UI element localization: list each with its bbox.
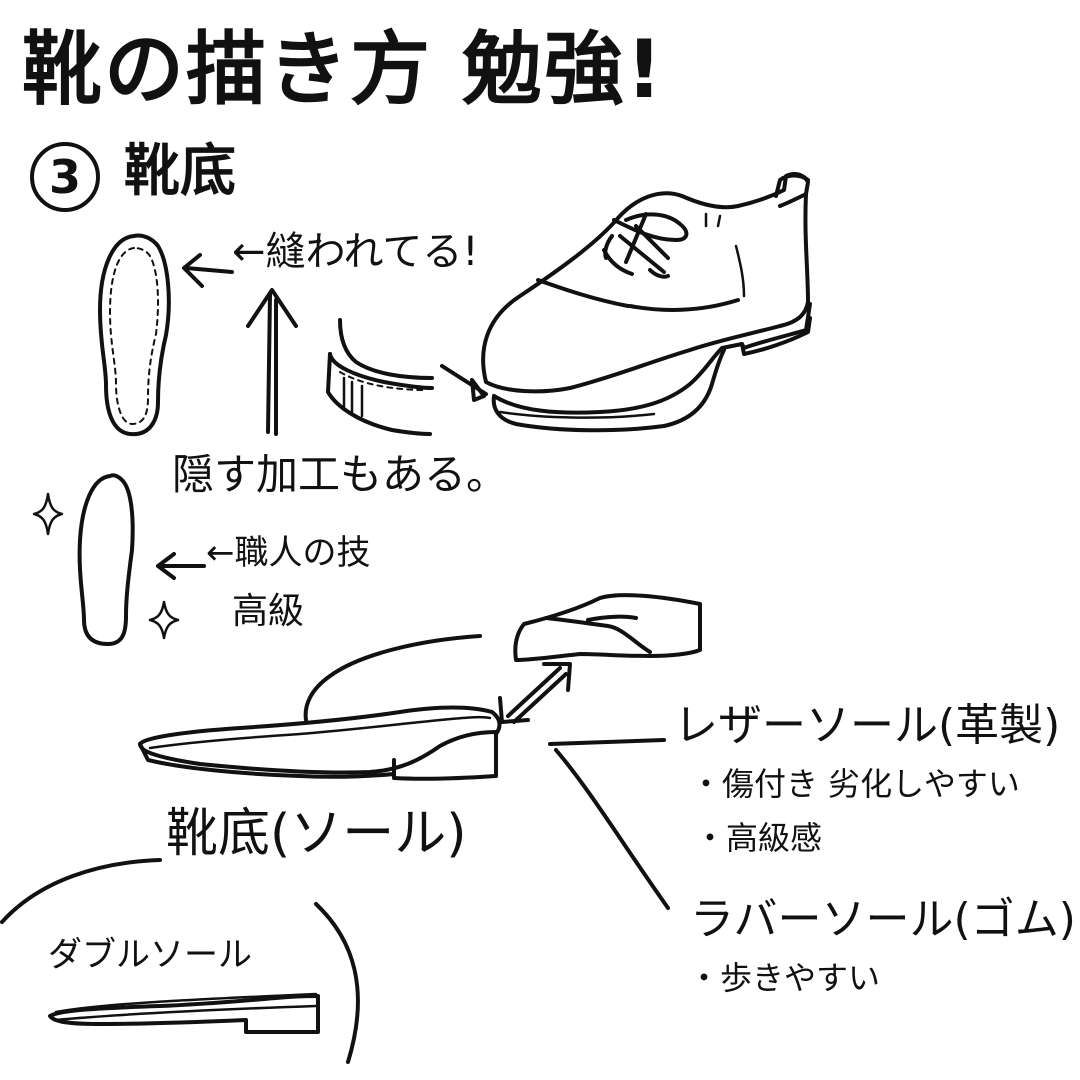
arrow-to-stitched-label: [182, 253, 234, 288]
sparkle-icon-2: [148, 600, 180, 640]
rubber-sole-label: ラバーソール(ゴム): [690, 894, 1076, 945]
hidden-stitch-sole-sketch: [77, 473, 135, 646]
dress-shoe-sketch: [481, 172, 812, 433]
arrow-to-shoe-sole: [440, 364, 488, 402]
note-craftsman: ←職人の技: [206, 533, 371, 573]
section-number: 3: [48, 150, 81, 204]
rubber-sole-point: ・歩きやすい: [688, 959, 881, 997]
page-title: 靴の描き方 勉強!: [22, 23, 665, 116]
leather-sole-pointer: [548, 738, 666, 746]
stitched-sole-sketch: [98, 233, 171, 437]
sole-edge-detail-sketch: [326, 318, 434, 436]
leather-sole-label: レザーソール(革製): [674, 700, 1061, 751]
arrow-to-craftsman-label: [156, 552, 206, 580]
double-sole-label: ダブルソール: [48, 935, 252, 975]
note-sole: 靴底(ソール): [166, 804, 467, 864]
note-hidden-processing: 隠す加工もある。: [172, 450, 509, 499]
section-title: 靴底: [124, 139, 236, 204]
section-number-ring: [30, 142, 100, 212]
double-sole-circle: [0, 858, 360, 1064]
note-high-end: 高級: [232, 591, 305, 632]
note-stitched: ←縫われてる!: [232, 229, 479, 275]
leather-sole-point: ・傷付き 劣化しやすい: [690, 765, 1020, 803]
double-arrow: [498, 662, 572, 724]
section-number-badge: 3: [30, 142, 100, 212]
upward-arrow: [246, 288, 298, 436]
double-sole-sketch: [48, 992, 320, 1034]
leather-sole-point: ・高級感: [694, 819, 823, 857]
small-shoe-sketch: [513, 593, 702, 662]
rubber-sole-pointer: [554, 748, 670, 910]
large-sole-sketch: [138, 634, 502, 781]
sparkle-icon-1: [32, 492, 64, 536]
